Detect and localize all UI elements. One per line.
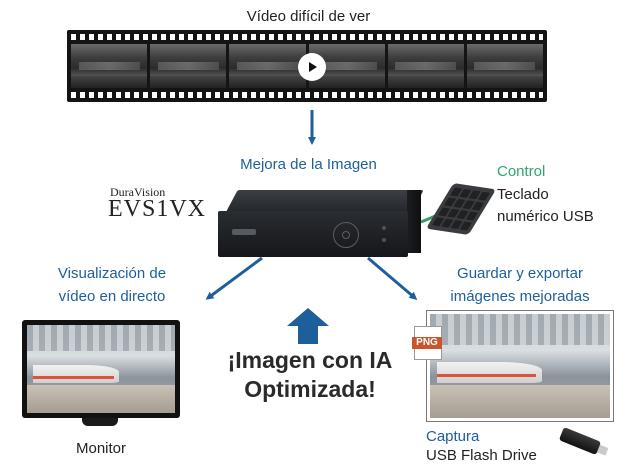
device-top: [226, 190, 424, 212]
headline-line2: Optimizada!: [244, 376, 376, 402]
film-frames: [71, 44, 544, 88]
film-frame: [308, 44, 385, 88]
arrow-to-monitor: [205, 256, 263, 300]
headline: ¡Imagen con IA Optimizada!: [205, 346, 415, 404]
save-export-line1: Guardar y exportar: [457, 265, 583, 282]
monitor-label: Monitor: [75, 440, 127, 457]
play-icon[interactable]: [298, 53, 326, 81]
film-frame: [71, 44, 148, 88]
film-frame: [229, 44, 306, 88]
device-button: [382, 226, 386, 230]
png-file-icon: PNG: [412, 326, 442, 360]
control-line2: numérico USB: [497, 208, 594, 225]
film-frame: [387, 44, 464, 88]
enhance-label: Mejora de la Imagen: [240, 156, 377, 173]
monitor-image: [27, 325, 175, 413]
monitor-screen: [22, 320, 180, 418]
enhanced-photo: [426, 310, 614, 422]
film-perforations-bottom: [71, 92, 543, 98]
save-export-line2: imágenes mejoradas: [450, 288, 590, 305]
up-arrow-icon: [287, 308, 329, 344]
live-view-line1: Visualización de: [57, 265, 167, 282]
device-logo: [232, 229, 256, 235]
brand-model: EVS1VX: [108, 196, 207, 222]
film-frame: [466, 44, 544, 88]
capture-title: Captura: [426, 428, 480, 445]
device-side: [407, 190, 421, 253]
enhanced-photo-image: [430, 314, 610, 418]
film-frame: [150, 44, 227, 88]
brand-line1: DuraVision: [110, 185, 166, 199]
monitor-stand: [82, 418, 118, 426]
live-view-line2: vídeo en directo: [58, 288, 166, 305]
control-title: Control: [497, 163, 546, 180]
device-button: [382, 238, 386, 242]
png-tag: PNG: [412, 337, 442, 349]
headline-line1: ¡Imagen con IA: [227, 347, 393, 373]
capture-subtitle: USB Flash Drive: [426, 447, 537, 464]
arrow-to-capture: [367, 256, 418, 300]
top-caption: Vídeo difícil de ver: [246, 8, 371, 25]
device-dpad: [333, 222, 359, 248]
film-perforations-top: [71, 34, 543, 40]
control-line1: Teclado: [497, 186, 549, 203]
